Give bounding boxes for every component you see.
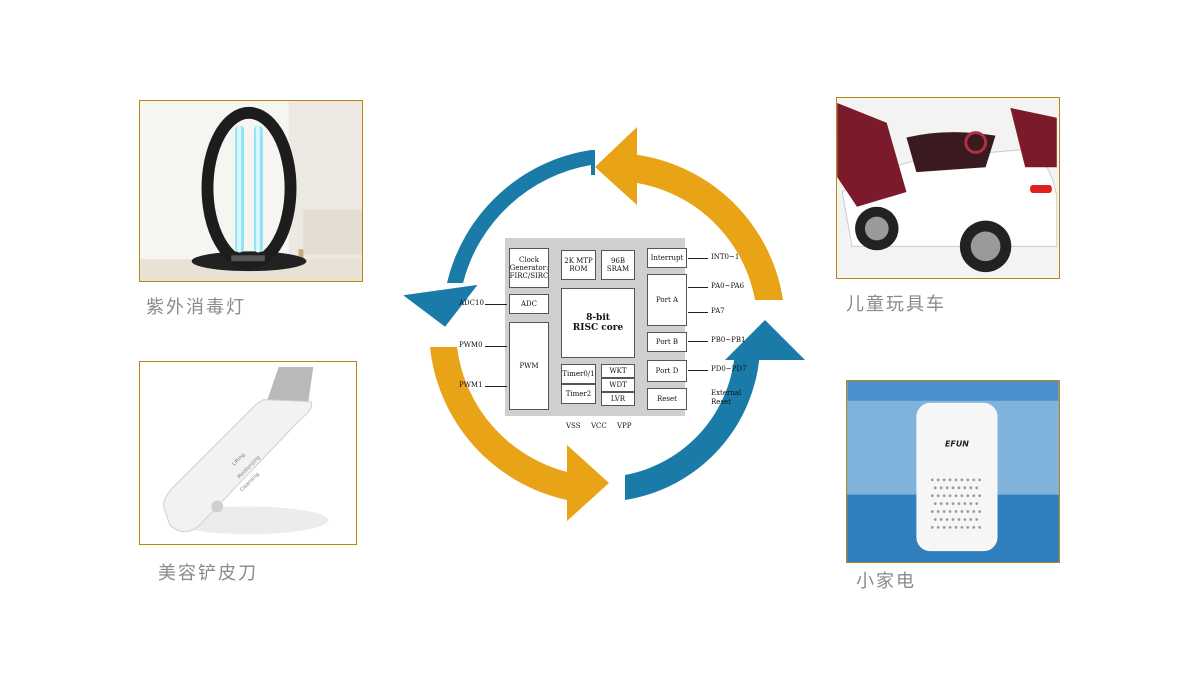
- pin-pwm0: PWM0: [459, 341, 483, 349]
- port-a-block: Port A: [647, 274, 687, 326]
- pin-pa7: PA7: [711, 307, 725, 315]
- pin-line-pd: [688, 370, 708, 371]
- risc-core-block: 8-bit RISC core: [561, 288, 635, 358]
- clock-generator-block: Clock Generator: FIRC/SIRC: [509, 248, 549, 288]
- timer2-label: Timer2: [565, 389, 592, 398]
- pin-vcc: VCC: [591, 422, 607, 430]
- pin-int: INT0~1: [711, 253, 740, 261]
- pin-pd: PD0~PD7: [711, 365, 747, 373]
- clock-line-3: FIRC/SIRC: [509, 272, 549, 281]
- pin-line-pa06: [688, 287, 708, 288]
- core-line-2: RISC core: [572, 323, 624, 333]
- cycle-arrows: [403, 127, 805, 521]
- timer01-label: Timer0/1: [562, 369, 595, 378]
- pin-line-int: [688, 258, 708, 259]
- wdt-label: WDT: [609, 380, 627, 389]
- pin-line-pa7: [688, 312, 708, 313]
- port-b-label: Port B: [655, 337, 679, 346]
- pin-vss: VSS: [566, 422, 581, 430]
- kids-car-label: 儿童玩具车: [846, 294, 946, 315]
- kids-car-photo: [836, 97, 1060, 279]
- purifier-brand: EFUN: [945, 439, 969, 448]
- pin-vpp: VPP: [617, 422, 632, 430]
- pin-adc: ADC10: [459, 299, 484, 307]
- uv-lamp-image: [140, 101, 362, 281]
- timer2-block: Timer2: [561, 384, 596, 404]
- pin-pa06: PA0~PA6: [711, 282, 745, 290]
- kids-car-image: [837, 98, 1059, 278]
- purifier-grille: [930, 478, 982, 529]
- arrow-blue-top-left: [403, 150, 595, 327]
- small-appliance-photo: EFUN: [846, 380, 1060, 563]
- wdt-block: WDT: [601, 378, 635, 392]
- sram-line-2: SRAM: [606, 265, 630, 273]
- lvr-block: LVR: [601, 392, 635, 406]
- pwm-block: PWM: [509, 322, 549, 410]
- uv-lamp-label: 紫外消毒灯: [146, 297, 246, 318]
- lvr-label: LVR: [610, 394, 626, 403]
- arrow-blue-bottom-right: [625, 320, 805, 500]
- pin-line-pwm1: [485, 386, 507, 387]
- pin-pwm1: PWM1: [459, 381, 483, 389]
- small-appliance-image: EFUN: [847, 381, 1059, 562]
- wkt-label: WKT: [609, 366, 627, 375]
- pin-line-adc: [485, 304, 507, 305]
- clock-line-2: Generator:: [509, 263, 549, 272]
- clock-line-1: Clock: [519, 255, 539, 264]
- timer01-block: Timer0/1: [561, 364, 596, 384]
- arrow-orange-bottom-left: [430, 347, 609, 521]
- pin-line-pwm0: [485, 346, 507, 347]
- reset-label: Reset: [657, 394, 677, 403]
- beauty-scraper-label: 美容铲皮刀: [158, 563, 258, 584]
- port-b-block: Port B: [647, 332, 687, 352]
- interrupt-label: Interrupt: [650, 253, 684, 262]
- wkt-block: WKT: [601, 364, 635, 378]
- small-appliance-label: 小家电: [856, 571, 916, 592]
- arrow-orange-top-right: [595, 127, 783, 300]
- adc-label: ADC: [520, 299, 538, 308]
- beauty-scraper-photo: Lifting Moisturizing Cleansing: [139, 361, 357, 545]
- pin-pb: PB0~PB1: [711, 336, 746, 344]
- rom-line-1: 2K MTP: [564, 256, 593, 265]
- beauty-scraper-image: Lifting Moisturizing Cleansing: [140, 362, 356, 544]
- pin-line-pb: [688, 341, 708, 342]
- rom-line-2: ROM: [569, 265, 588, 273]
- pin-ext-reset-1: External: [711, 389, 742, 397]
- uv-lamp-photo: [139, 100, 363, 282]
- rom-block: 2K MTP ROM: [561, 250, 596, 280]
- sram-line-1: 96B: [610, 256, 626, 265]
- adc-block: ADC: [509, 294, 549, 314]
- reset-block: Reset: [647, 388, 687, 410]
- port-a-label: Port A: [655, 295, 679, 304]
- mcu-block-diagram: Clock Generator: FIRC/SIRC 2K MTP ROM 96…: [505, 238, 687, 416]
- pin-ext-reset-2: Reset: [711, 398, 731, 406]
- port-d-block: Port D: [647, 360, 687, 382]
- pwm-label: PWM: [519, 361, 539, 370]
- port-d-label: Port D: [655, 366, 679, 375]
- sram-block: 96B SRAM: [601, 250, 635, 280]
- core-line-1: 8-bit: [586, 312, 610, 323]
- interrupt-block: Interrupt: [647, 248, 687, 268]
